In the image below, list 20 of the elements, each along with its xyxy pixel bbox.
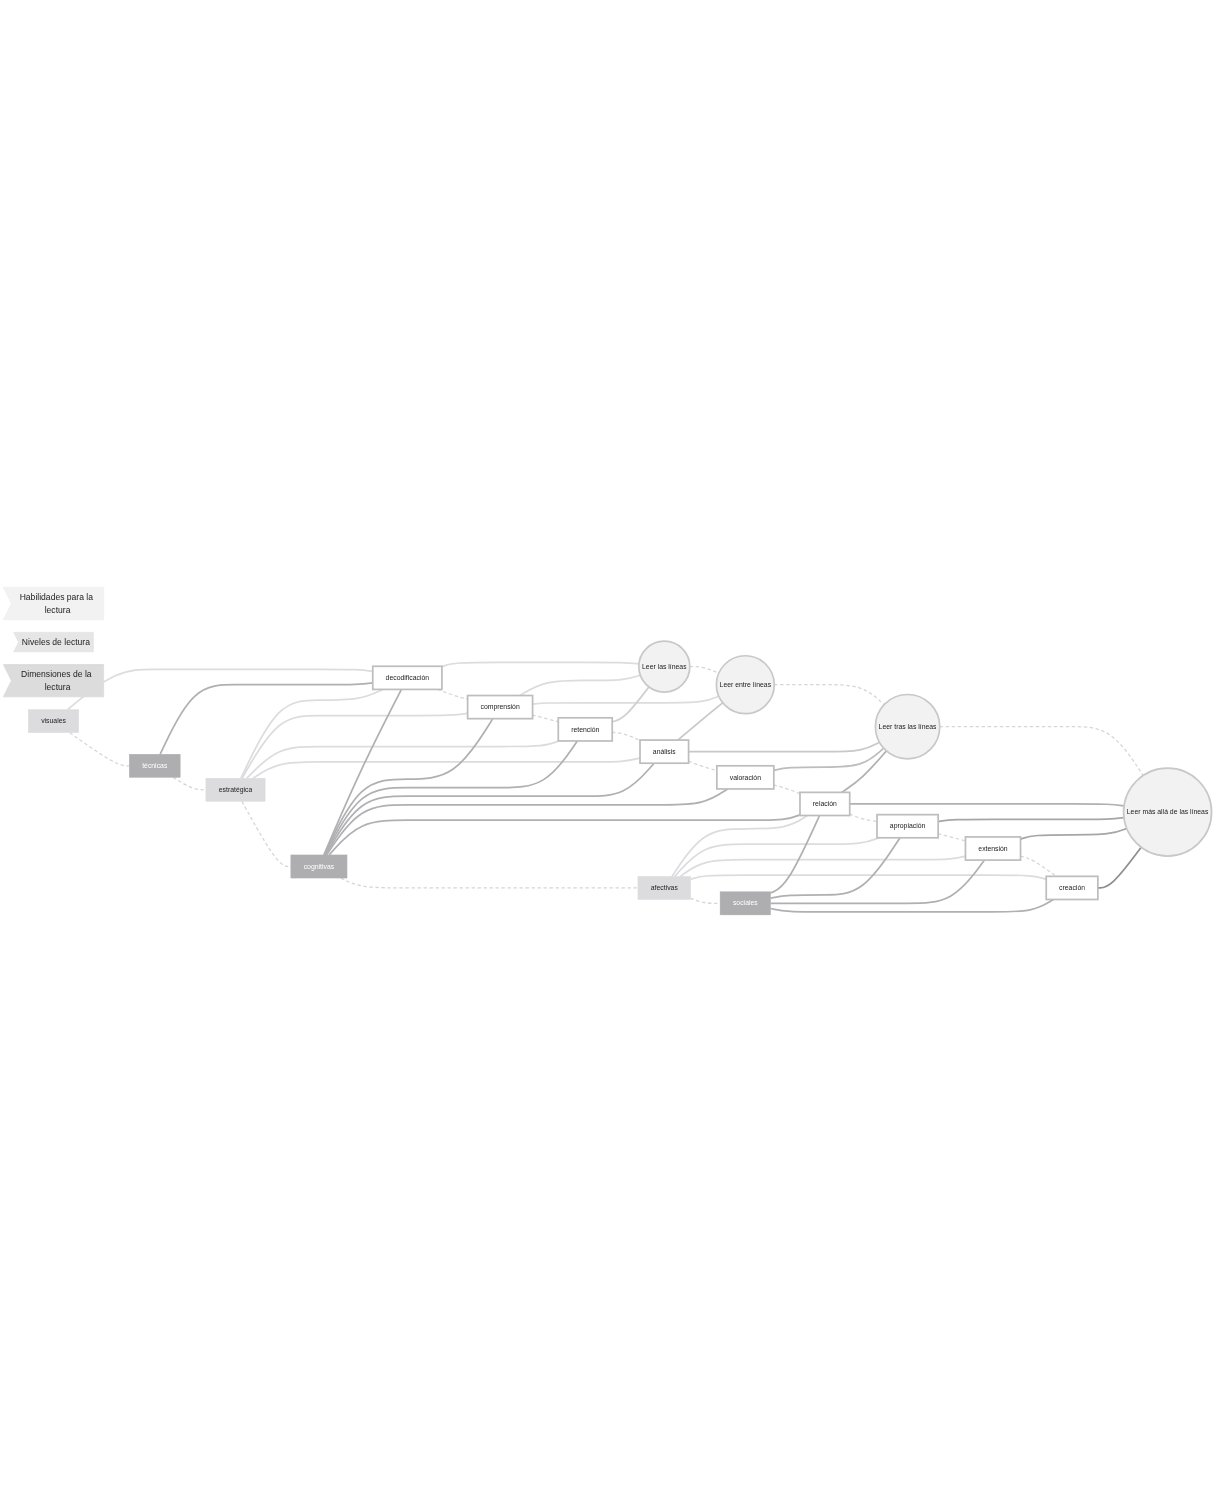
connector — [673, 837, 880, 878]
connector — [769, 837, 901, 900]
connector — [677, 702, 724, 742]
connector — [246, 740, 560, 780]
connector — [172, 777, 207, 791]
connector — [690, 897, 721, 905]
connector — [689, 666, 720, 675]
connector — [671, 814, 809, 878]
connector — [769, 898, 1055, 914]
connector — [240, 688, 384, 780]
connector — [328, 814, 801, 857]
connector — [252, 757, 641, 780]
connector — [769, 814, 821, 895]
connector — [769, 859, 986, 905]
connector — [441, 661, 640, 668]
connector — [324, 762, 655, 857]
connector — [325, 788, 729, 857]
connector — [1097, 846, 1143, 890]
connector — [1019, 827, 1128, 841]
connector — [840, 750, 888, 794]
